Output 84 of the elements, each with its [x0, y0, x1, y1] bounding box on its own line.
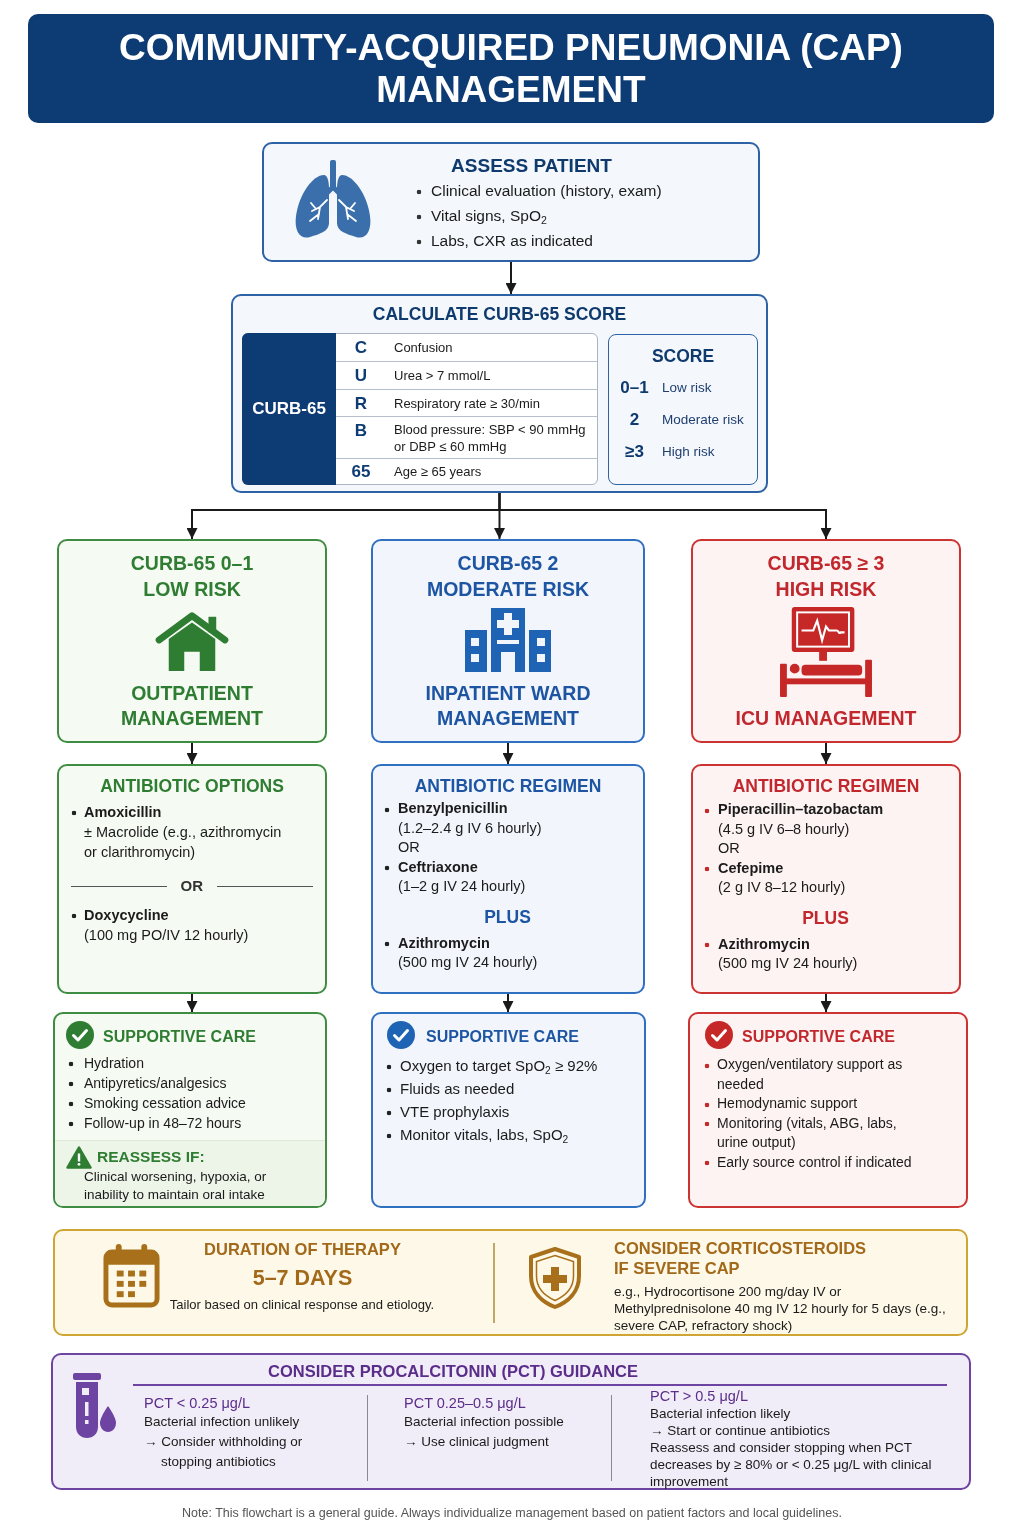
reassess-panel: [55, 1140, 325, 1206]
body-text: Tailor based on clinical response and etiology.: [169, 1296, 435, 1314]
body-text: → Consider withholding or stopping antibiotics: [144, 1433, 304, 1471]
heading: REASSESS IF:: [97, 1147, 205, 1167]
score-value: 0–1: [620, 376, 649, 399]
criterion-text: Urea > 7 mmol/L: [386, 362, 597, 390]
heading: DURATION OF THERAPY: [204, 1239, 401, 1260]
supportive-care-box: [688, 1012, 968, 1208]
criterion-letter: U: [336, 362, 386, 390]
criterion-letter: B: [336, 417, 386, 459]
score-value: ≥3: [625, 440, 644, 463]
criterion-text: Blood pressure: SBP < 90 mmHg or DBP ≤ 60 mmHg: [386, 417, 597, 459]
risk-box: [691, 539, 961, 743]
body-text: Clinical worsening, hypoxia, or inability to maintain oral intake: [84, 1168, 268, 1204]
heading: ANTIBIOTIC REGIMEN: [732, 775, 920, 798]
score-panel: [608, 334, 758, 485]
body-text: → Start or continue antibiotics: [650, 1422, 832, 1439]
process-box: [262, 142, 760, 262]
criterion-letter: 65: [350, 460, 372, 483]
body-text: Bacterial infection unlikely: [144, 1413, 301, 1431]
heading: CURB-65 0–1: [130, 551, 254, 576]
arrow: [186, 993, 198, 1013]
conjunction-label: PLUS: [802, 906, 849, 930]
care-setting: INPATIENT WARD MANAGEMENT: [424, 681, 592, 731]
supportive-care-box: [53, 1012, 327, 1208]
heading: CONSIDER PROCALCITONIN (PCT) GUIDANCE: [267, 1361, 638, 1382]
duration-value: 5–7 DAYS: [252, 1265, 353, 1292]
arrow: [502, 993, 514, 1013]
supportive-care-box: [371, 1012, 646, 1208]
risk-level: MODERATE RISK: [426, 577, 590, 602]
title-banner: COMMUNITY-ACQUIRED PNEUMONIA (CAP) MANAGEMENT: [28, 14, 994, 123]
risk-box: [371, 539, 645, 743]
score-value: 2: [629, 408, 640, 431]
care-setting: OUTPATIENT MANAGEMENT: [120, 681, 264, 731]
heading: SUPPORTIVE CARE: [426, 1027, 579, 1047]
conjunction-label: OR: [718, 839, 740, 858]
heading: CURB-65 ≥ 3: [767, 551, 885, 576]
info-panel: [53, 1229, 968, 1336]
process-box: [231, 294, 768, 493]
antibiotic-box: [57, 764, 327, 994]
criterion-letter: C: [336, 334, 386, 362]
care-setting: ICU MANAGEMENT: [734, 706, 918, 731]
conjunction-label: OR: [398, 838, 420, 857]
heading: ASSESS PATIENT: [451, 154, 612, 178]
threshold-label: PCT 0.25–0.5 μg/L: [404, 1394, 527, 1412]
heading: CALCULATE CURB-65 SCORE: [372, 303, 627, 326]
risk-label: Low risk: [662, 378, 712, 397]
conjunction-label: PLUS: [484, 905, 531, 929]
conjunction-label: OR: [180, 876, 203, 896]
criterion-letter: R: [336, 390, 386, 417]
body-text: Bacterial infection possible: [404, 1413, 565, 1431]
body-text: e.g., Hydrocortisone 200 mg/day IV or Methylprednisolone 40 mg IV 12 hourly for 5 days (e.g., severe CAP, refractory shock): [614, 1283, 947, 1334]
risk-label: Moderate risk: [662, 410, 744, 429]
heading: SUPPORTIVE CARE: [103, 1027, 256, 1047]
info-panel: [51, 1353, 971, 1490]
arrow: [186, 742, 198, 765]
heading: ANTIBIOTIC OPTIONS: [100, 775, 284, 798]
criterion-text: Respiratory rate ≥ 30/min: [386, 390, 597, 417]
antibiotic-box: [371, 764, 645, 994]
body-text: Bacterial infection likely: [650, 1405, 792, 1422]
criteria-table: [242, 333, 598, 485]
arrow: [505, 261, 517, 295]
antibiotic-box: [691, 764, 961, 994]
threshold-label: PCT > 0.5 μg/L: [650, 1388, 749, 1405]
body-text: Reassess and consider stopping when PCT decreases by ≥ 80% or < 0.25 μg/L with clinical improvement: [650, 1439, 933, 1490]
arrow: [498, 492, 832, 540]
heading: CURB-65 2: [457, 551, 559, 576]
criterion-text: Confusion: [386, 334, 597, 362]
arrow: [820, 742, 832, 765]
risk-level: LOW RISK: [143, 577, 241, 602]
risk-level: HIGH RISK: [775, 577, 877, 602]
heading: ANTIBIOTIC REGIMEN: [414, 775, 602, 798]
body-text: → Use clinical judgment: [404, 1433, 550, 1451]
arrow: [820, 993, 832, 1013]
criterion-text: Age ≥ 65 years: [393, 463, 483, 481]
heading: SUPPORTIVE CARE: [742, 1027, 895, 1047]
footnote: Note: This flowchart is a general guide. Always individualize management based on patient factors and local guidelines.: [182, 1505, 842, 1522]
arrow: [502, 742, 514, 765]
heading: SCORE: [651, 344, 715, 368]
threshold-label: PCT < 0.25 μg/L: [144, 1394, 252, 1412]
risk-box: [57, 539, 327, 743]
acronym-header: CURB-65: [242, 333, 336, 485]
risk-label: High risk: [662, 442, 715, 461]
heading: CONSIDER CORTICOSTEROIDS IF SEVERE CAP: [614, 1238, 868, 1278]
